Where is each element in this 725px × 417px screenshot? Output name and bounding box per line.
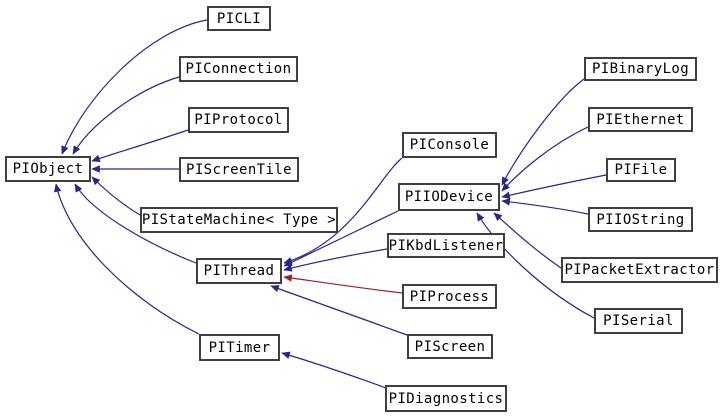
node-pifile[interactable]: PIFile — [606, 158, 676, 182]
edge-picli-to-piobject — [61, 19, 208, 155]
node-piscreentile[interactable]: PIScreenTile — [179, 157, 299, 182]
node-picli[interactable]: PICLI — [207, 6, 271, 31]
edge-pikbdlistener-to-pithread — [283, 248, 388, 272]
edge-piiostring-to-piiodevice — [501, 198, 589, 215]
edge-pibinarylog-to-piiodevice — [501, 78, 585, 186]
node-piprocess[interactable]: PIProcess — [402, 284, 497, 309]
node-piprotocol[interactable]: PIProtocol — [188, 107, 289, 133]
edge-piethernet-to-piiodevice — [501, 126, 589, 192]
edge-piprotocol-to-piobject — [91, 129, 189, 162]
node-pistatemachine[interactable]: PIStateMachine< Type > — [140, 207, 338, 233]
node-pibinarylog[interactable]: PIBinaryLog — [584, 57, 697, 81]
node-piconnection[interactable]: PIConnection — [179, 56, 298, 82]
node-piiostring[interactable]: PIIOString — [588, 207, 693, 232]
node-piscreen[interactable]: PIScreen — [407, 334, 493, 359]
node-piethernet[interactable]: PIEthernet — [588, 107, 693, 132]
node-pikbdlistener[interactable]: PIKbdListener — [387, 233, 505, 258]
node-piiodevice[interactable]: PIIODevice — [398, 183, 500, 211]
node-pithread[interactable]: PIThread — [196, 258, 282, 284]
node-pipacketextractor[interactable]: PIPacketExtractor — [561, 257, 718, 283]
node-pidiagnostics[interactable]: PIDiagnostics — [385, 385, 507, 412]
edge-piconnection-to-piobject — [72, 76, 180, 155]
node-pitimer[interactable]: PITimer — [199, 334, 280, 361]
node-piconsole[interactable]: PIConsole — [402, 132, 497, 158]
edge-pifile-to-piiodevice — [501, 174, 607, 199]
node-piserial[interactable]: PISerial — [594, 308, 683, 334]
node-piobject: PIObject — [5, 156, 91, 182]
edge-pidiagnostics-to-pitimer — [281, 351, 387, 389]
edge-piprocess-to-pithread — [283, 274, 403, 294]
edge-pistatemachine-to-piobject — [91, 176, 141, 216]
edge-piscreen-to-pithread — [270, 285, 408, 336]
